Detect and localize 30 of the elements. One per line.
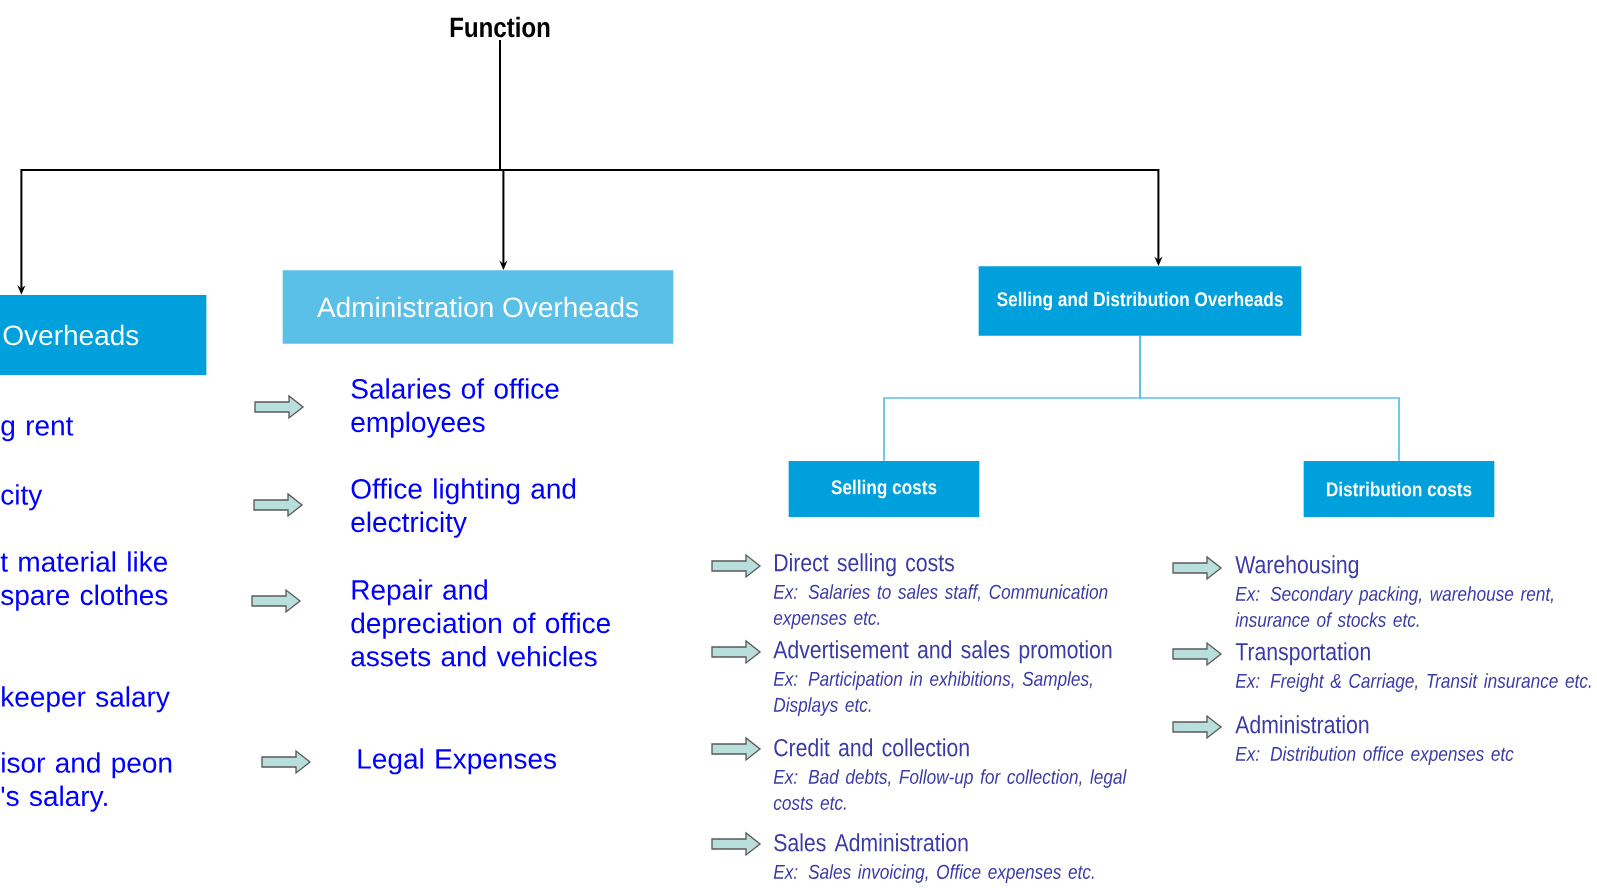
item-text: Advertisement and sales promotion — [773, 640, 1112, 664]
category-box: Administration Overheads — [282, 270, 674, 344]
subcategory-box: Distribution costs — [1303, 461, 1495, 517]
item-text: Repair and depreciation of office assets and vehicles — [351, 579, 610, 667]
connector-line — [1139, 335, 1400, 462]
item-text: Warehousing — [1235, 555, 1359, 579]
example-text: Ex: Participation in exhibitions, Samples, Displays etc. — [773, 671, 1092, 716]
item-text: Administration — [1235, 715, 1369, 734]
item-text: Sales Administration — [774, 833, 968, 852]
item-text: city — [1, 484, 43, 511]
category-box: Overheads — [0, 295, 207, 375]
item-text: Direct selling costs — [775, 553, 954, 577]
example-text: Ex: Secondary packing, warehouse rent, insurance of stocks etc. — [1235, 586, 1553, 627]
item-text: g rent — [1, 417, 74, 442]
item-text: Office lighting and electricity — [351, 478, 576, 538]
item-text: Credit and collection — [774, 738, 969, 757]
heading-text: Function — [450, 16, 550, 38]
item-text: isor and peon 's salary. — [1, 752, 172, 812]
subcategory-box: Selling costs — [788, 461, 980, 517]
example-text: Ex: Salaries to sales staff, Communication expenses etc. — [773, 584, 1108, 629]
item-text: t material like spare clothes — [0, 551, 168, 611]
example-text: Ex: Distribution office expenses etc — [1235, 746, 1514, 765]
item-text: Salaries of office employees — [351, 378, 559, 438]
item-text: Legal Expenses — [358, 748, 556, 775]
example-text: Ex: Bad debts, Follow-up for collection, legal costs etc. — [773, 769, 1127, 810]
example-text: Ex: Freight & Carriage, Transit insurance etc. — [1235, 673, 1591, 692]
item-text: Transportation — [1235, 642, 1370, 666]
category-box: Selling and Distribution Overheads — [978, 266, 1302, 336]
item-text: keeper salary — [2, 686, 170, 713]
example-text: Ex: Sales invoicing, Office expenses etc. — [773, 864, 1094, 883]
